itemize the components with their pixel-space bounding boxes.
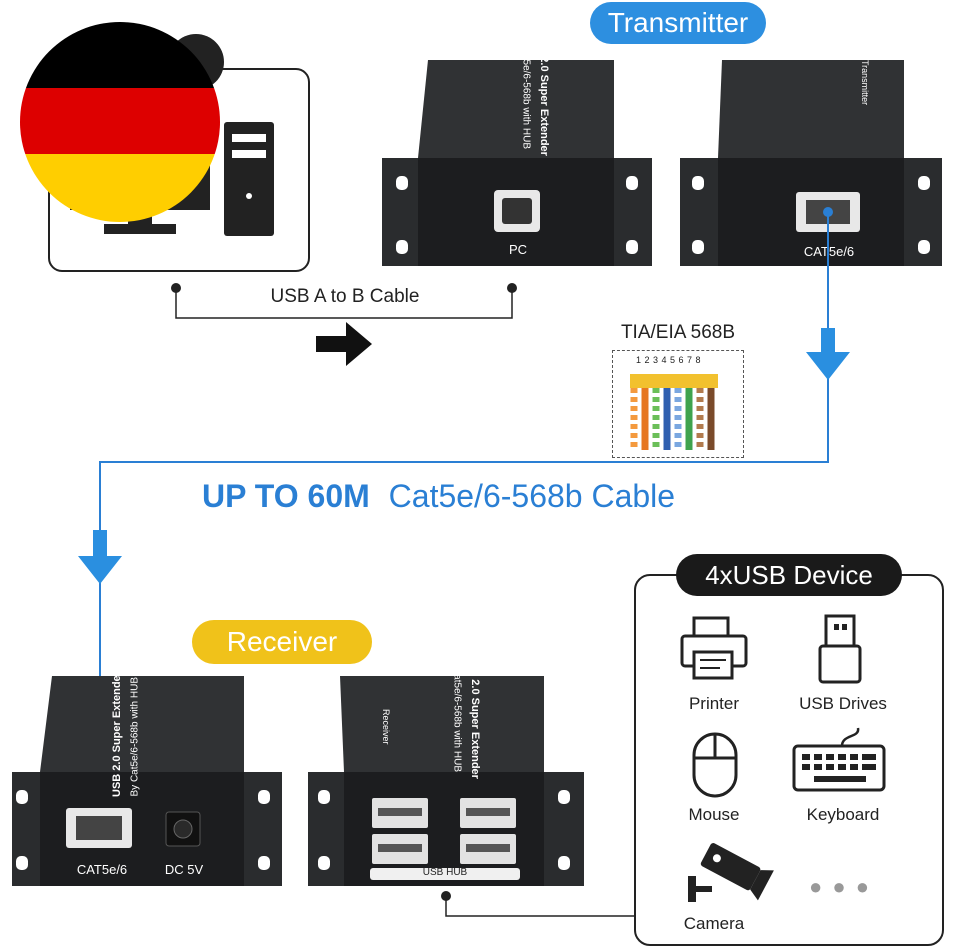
cable-type-label: Cat5e/6-568b Cable <box>388 478 676 514</box>
device-label-camera: Camera <box>683 914 745 933</box>
device-label-printer: Printer <box>688 694 740 713</box>
standard-label: TIA/EIA 568B <box>620 322 736 343</box>
distance-label: UP TO 60M <box>202 478 370 514</box>
rx-hub-label: USB HUB <box>422 867 468 878</box>
tx-pc-port-label: PC <box>508 242 528 257</box>
device-label-mouse: Mouse <box>688 805 740 824</box>
pin-numbers: 1 2 3 4 5 6 7 8 <box>636 355 702 365</box>
transmitter-badge: Transmitter <box>590 2 766 44</box>
rx-dc-port-label: DC 5V <box>164 862 204 877</box>
cable-spec-heading: UP TO 60M Cat5e/6-568b Cable <box>202 478 762 515</box>
receiver-badge: Receiver <box>192 620 372 664</box>
device-label-usb-drives: USB Drives <box>799 694 887 713</box>
wiring-diagram-box <box>612 350 744 458</box>
usb-cable-label: USB A to B Cable <box>270 286 420 307</box>
rx-cat-port-label: CAT5e/6 <box>76 862 128 877</box>
device-label-keyboard: Keyboard <box>806 805 880 824</box>
more-devices-dots: ● ● ● <box>808 874 872 899</box>
usb-device-box-title: 4xUSB Device <box>676 554 902 596</box>
